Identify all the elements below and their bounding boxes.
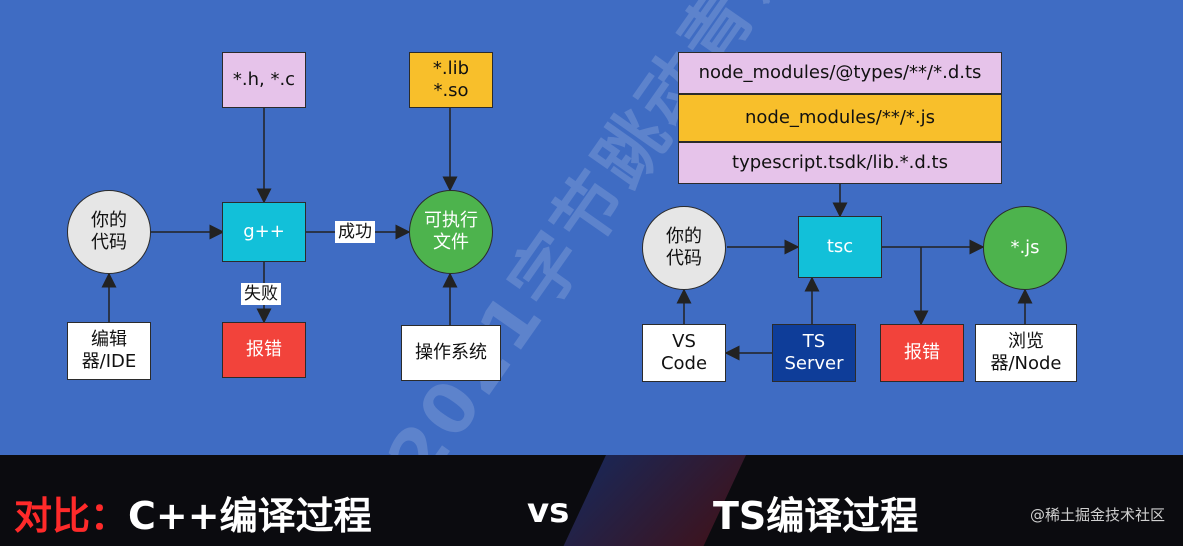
right-your-code-node: 你的 代码 [642, 206, 726, 290]
footer-bar: 对比： C++编译过程 vs TS编译过程 @稀土掘金技术社区 [0, 455, 1183, 546]
credit-text: @稀土掘金技术社区 [1029, 506, 1165, 524]
right-node-modules-row: node_modules/**/*.js [678, 94, 1002, 142]
cpp-title: C++编译过程 [128, 494, 372, 538]
left-your-code-node: 你的 代码 [67, 190, 151, 274]
right-runtime-node: 浏览 器/Node [975, 324, 1077, 382]
left-compiler-node: g++ [222, 202, 306, 262]
left-executable-node: 可执行 文件 [409, 190, 493, 274]
left-libs-node: *.lib *.so [409, 52, 493, 108]
edge-label-failure: 失败 [241, 283, 281, 305]
right-ts-server-node: TS Server [772, 324, 856, 382]
edge-label-success: 成功 [335, 221, 375, 243]
right-output-node: *.js [983, 206, 1067, 290]
right-types-row: node_modules/@types/**/*.d.ts [678, 52, 1002, 94]
left-error-node: 报错 [222, 322, 306, 378]
left-os-node: 操作系统 [401, 325, 501, 381]
comparison-prefix: 对比： [14, 494, 129, 538]
right-error-node: 报错 [880, 324, 964, 382]
left-sources-node: *.h, *.c [222, 52, 306, 108]
edges-layer [101, 108, 1033, 361]
diagram-panel: 2021字节跳动青训 你的 代码 [0, 0, 1183, 496]
right-tsdk-row: typescript.tsdk/lib.*.d.ts [678, 142, 1002, 184]
right-compiler-node: tsc [798, 216, 882, 278]
ts-title: TS编译过程 [713, 494, 919, 538]
left-editor-node: 编辑 器/IDE [67, 322, 151, 380]
vs-label: vs [527, 491, 570, 531]
right-vscode-node: VS Code [642, 324, 726, 382]
